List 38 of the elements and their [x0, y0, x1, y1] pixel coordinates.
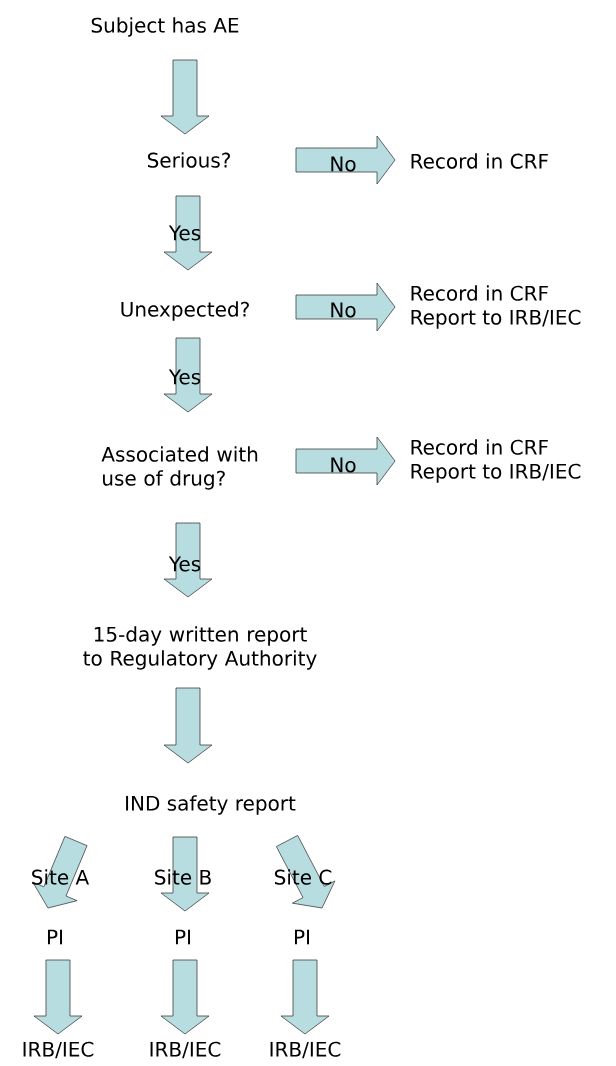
edge-label: No	[331, 156, 356, 172]
block-arrow	[163, 195, 213, 271]
block-arrow	[32, 836, 88, 909]
block-arrow	[33, 959, 83, 1035]
block-arrow	[295, 436, 396, 486]
block-arrow	[295, 135, 396, 185]
text-label: Record in CRF Report to IRB/IEC	[411, 285, 581, 329]
edge-label: Site A	[32, 869, 90, 885]
edge-label: Site C	[274, 869, 332, 885]
text-label: Unexpected?	[121, 301, 249, 321]
block-arrow	[163, 337, 213, 413]
block-arrow	[160, 959, 210, 1035]
text-label: IRB/IEC	[23, 1041, 94, 1059]
block-arrow	[163, 522, 213, 598]
edge-label: Site B	[155, 869, 211, 885]
edge-label: No	[331, 457, 356, 473]
text-label: Serious?	[147, 152, 230, 168]
edge-label: No	[331, 302, 356, 318]
text-label: IRB/IEC	[150, 1041, 221, 1059]
block-arrow	[160, 836, 210, 912]
text-label: Record in CRF	[411, 153, 548, 169]
edge-label: Yes	[168, 225, 201, 241]
text-label: IRB/IEC	[270, 1041, 341, 1059]
edge-label: Yes	[168, 369, 201, 385]
text-label: Record in CRF Report to IRB/IEC	[411, 439, 581, 483]
text-label: IND safety report	[126, 795, 296, 815]
text-label: Associated with use of drug?	[101, 446, 258, 490]
text-label: PI	[295, 929, 309, 945]
edge-label: Yes	[168, 556, 201, 572]
block-arrow	[280, 959, 330, 1035]
block-arrow	[163, 687, 213, 764]
text-label: 15-day written report to Regulatory Authority	[83, 626, 317, 670]
block-arrow	[295, 282, 396, 332]
text-label: PI	[176, 929, 190, 945]
text-label: PI	[48, 929, 62, 945]
text-label: Subject has AE	[91, 17, 239, 37]
block-arrow	[275, 835, 336, 909]
block-arrow	[160, 59, 210, 135]
